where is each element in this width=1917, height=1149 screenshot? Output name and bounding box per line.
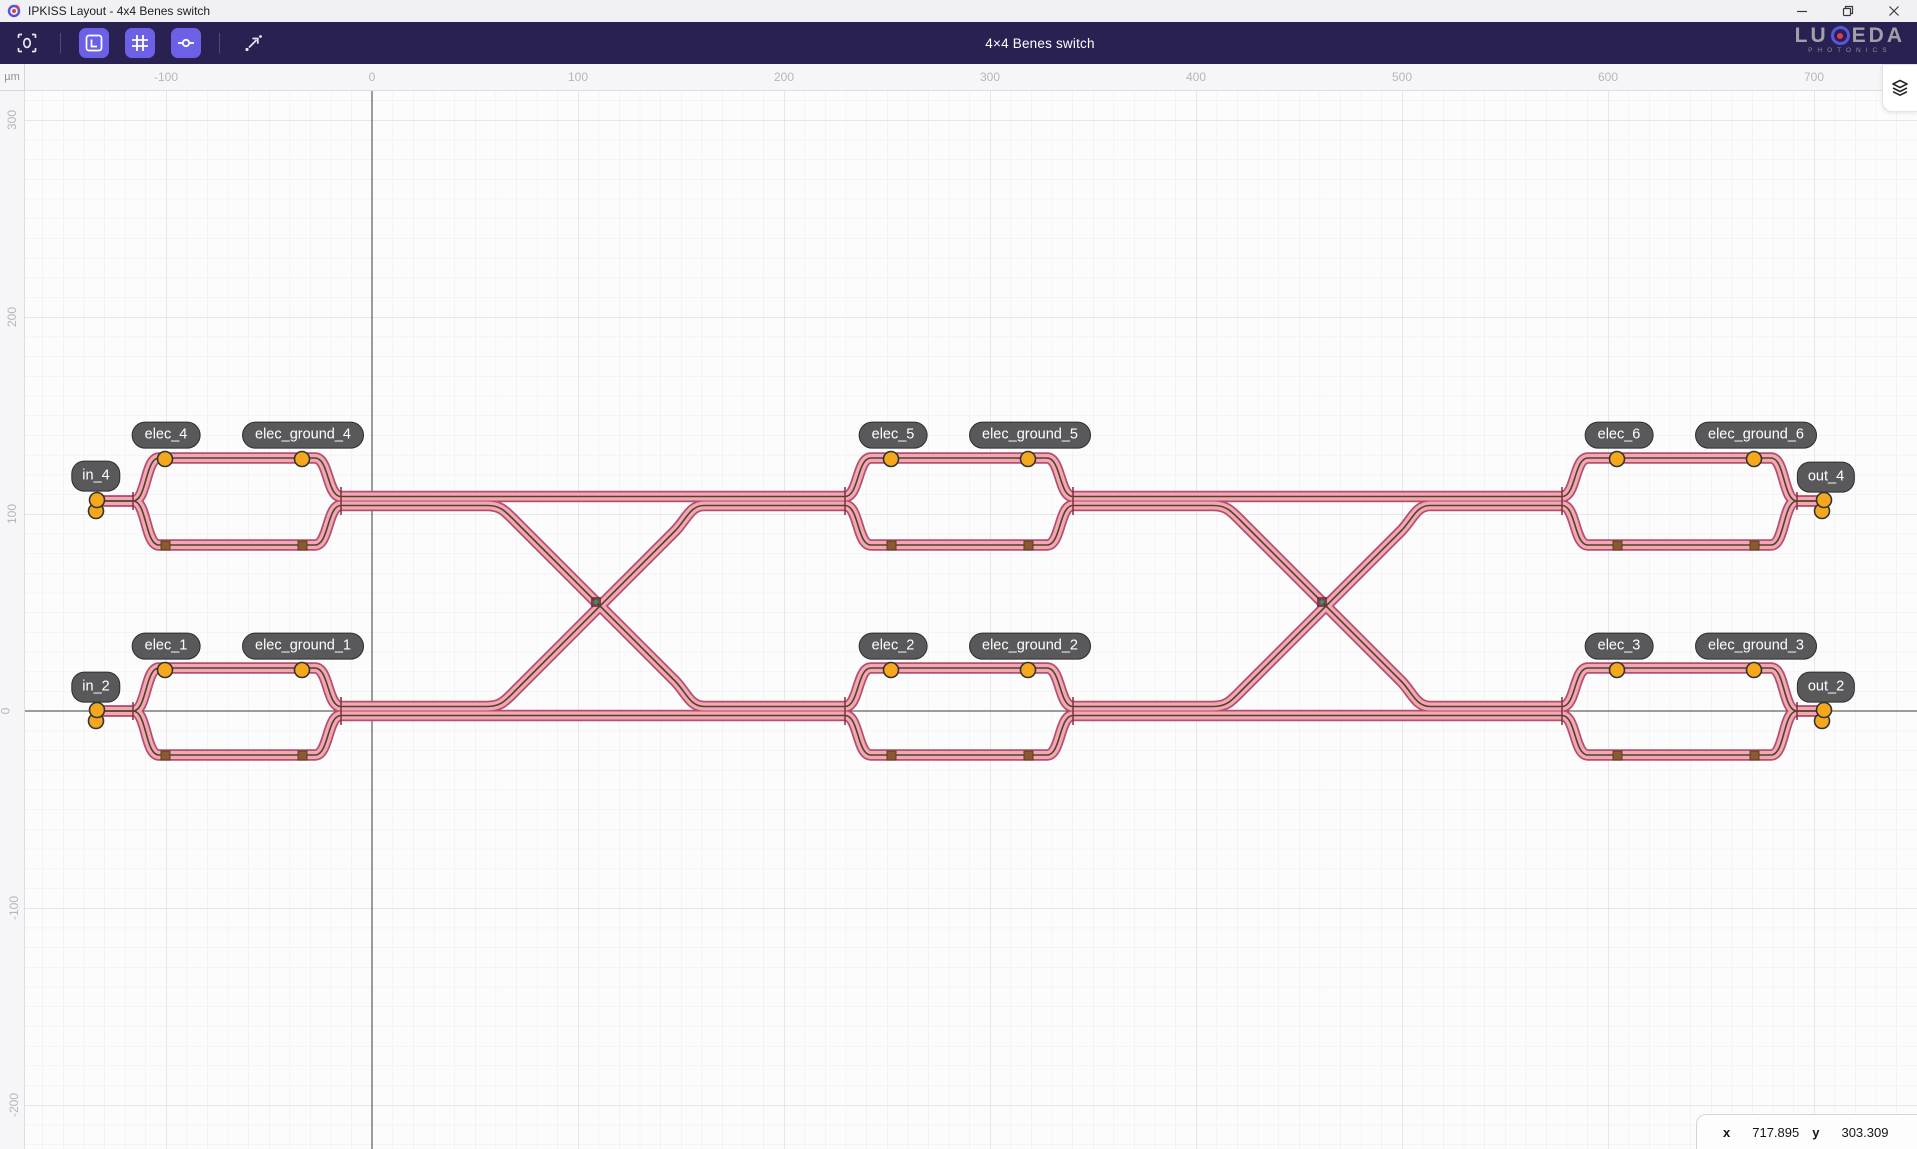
- ruler-tick-label: 0: [368, 70, 376, 84]
- window-titlebar: IPKISS Layout - 4x4 Benes switch: [0, 0, 1917, 22]
- ruler-tick-label: 400: [1185, 70, 1207, 84]
- toggle-ports-button[interactable]: [171, 28, 201, 58]
- ruler-tick-label: 0: [0, 708, 12, 715]
- electrical-ports[interactable]: [156, 450, 1763, 679]
- origin-corner-icon: [85, 34, 103, 52]
- toolbar: 4×4 Benes switch LU EDA PHOTONICS: [0, 22, 1917, 64]
- port-label-elec_ground_2[interactable]: elec_ground_2: [969, 632, 1091, 660]
- benes-switch-circuit[interactable]: [87, 450, 1833, 761]
- ruler-horizontal: -100 0 100 200 300 400 500 600 700: [24, 64, 1917, 91]
- port-label-elec_ground_6[interactable]: elec_ground_6: [1695, 421, 1817, 449]
- optical-io-ports[interactable]: [87, 491, 1833, 730]
- port-label-elec_ground_3[interactable]: elec_ground_3: [1695, 632, 1817, 660]
- coord-x-value: 717.895: [1752, 1124, 1800, 1140]
- coord-y-value: 303.309: [1841, 1124, 1889, 1140]
- port-label-out_2[interactable]: out_2: [1796, 671, 1856, 703]
- port-label-elec_ground_5[interactable]: elec_ground_5: [969, 421, 1091, 449]
- ruler-tick-label: 200: [773, 70, 795, 84]
- zoom-fit-button[interactable]: [12, 28, 42, 58]
- heater-contacts: [160, 540, 1760, 761]
- ruler-unit: µm: [0, 64, 25, 91]
- ruler-tick-label: 300: [979, 70, 1001, 84]
- logo-c-icon: [1830, 26, 1850, 45]
- logo-text-post: EDA: [1851, 24, 1905, 47]
- cell-title: 4×4 Benes switch: [985, 35, 1095, 51]
- grid-icon: [132, 35, 148, 51]
- ruler-tick-label: 200: [5, 306, 20, 328]
- toggle-origin-button[interactable]: [79, 28, 109, 58]
- ruler-tick-label: 100: [5, 503, 20, 525]
- port-label-elec_1[interactable]: elec_1: [131, 632, 201, 660]
- layers-icon: [1892, 79, 1908, 96]
- port-label-out_4[interactable]: out_4: [1796, 461, 1856, 493]
- taper-marks: [132, 487, 1798, 725]
- measure-button[interactable]: [238, 28, 268, 58]
- zoom-fit-icon: [17, 33, 37, 53]
- ruler-vertical: 300 200 100 0 -100 -200: [0, 90, 25, 1149]
- crossing-markers: [591, 597, 1327, 607]
- ruler-tick-label: -100: [153, 70, 179, 84]
- port-label-in_4[interactable]: in_4: [71, 460, 121, 492]
- port-label-in_2[interactable]: in_2: [71, 671, 121, 703]
- cursor-coordinates-panel: x 717.895 y 303.309: [1696, 1114, 1917, 1149]
- layers-panel-button[interactable]: [1882, 64, 1917, 112]
- maximize-button[interactable]: [1825, 0, 1871, 22]
- port-label-elec_5[interactable]: elec_5: [858, 421, 928, 449]
- port-label-elec_6[interactable]: elec_6: [1584, 421, 1654, 449]
- port-label-elec_ground_4[interactable]: elec_ground_4: [242, 421, 364, 449]
- port-label-elec_2[interactable]: elec_2: [858, 632, 928, 660]
- logo-subtext: PHOTONICS: [1808, 47, 1892, 54]
- toolbar-separator: [60, 33, 61, 53]
- ruler-tick-label: 600: [1597, 70, 1619, 84]
- port-label-elec_3[interactable]: elec_3: [1584, 632, 1654, 660]
- logo-text-pre: LU: [1794, 24, 1829, 47]
- coord-y-label: y: [1812, 1124, 1820, 1140]
- ruler-tick-label: 100: [567, 70, 589, 84]
- close-icon: [1889, 6, 1899, 16]
- ruler-tick-label: -200: [7, 1092, 22, 1118]
- luceda-logo: LU EDA PHOTONICS: [1795, 25, 1905, 55]
- ruler-tick-label: 700: [1803, 70, 1825, 84]
- measure-arrow-icon: [245, 35, 262, 52]
- ruler-tick-label: 500: [1391, 70, 1413, 84]
- close-button[interactable]: [1871, 0, 1917, 22]
- minimize-button[interactable]: [1779, 0, 1825, 22]
- app-icon: [7, 4, 21, 18]
- window-title: IPKISS Layout - 4x4 Benes switch: [28, 4, 211, 18]
- port-node-icon: [178, 38, 194, 48]
- port-label-elec_ground_1[interactable]: elec_ground_1: [242, 632, 364, 660]
- ruler-tick-label: 300: [5, 109, 20, 131]
- grid-major: [24, 90, 1917, 1149]
- coord-x-label: x: [1723, 1124, 1731, 1140]
- restore-icon: [1842, 5, 1854, 17]
- ruler-tick-label: -100: [7, 895, 22, 921]
- toolbar-separator: [219, 33, 220, 53]
- minimize-icon: [1797, 10, 1807, 13]
- port-label-elec_4[interactable]: elec_4: [131, 421, 201, 449]
- toggle-grid-button[interactable]: [125, 28, 155, 58]
